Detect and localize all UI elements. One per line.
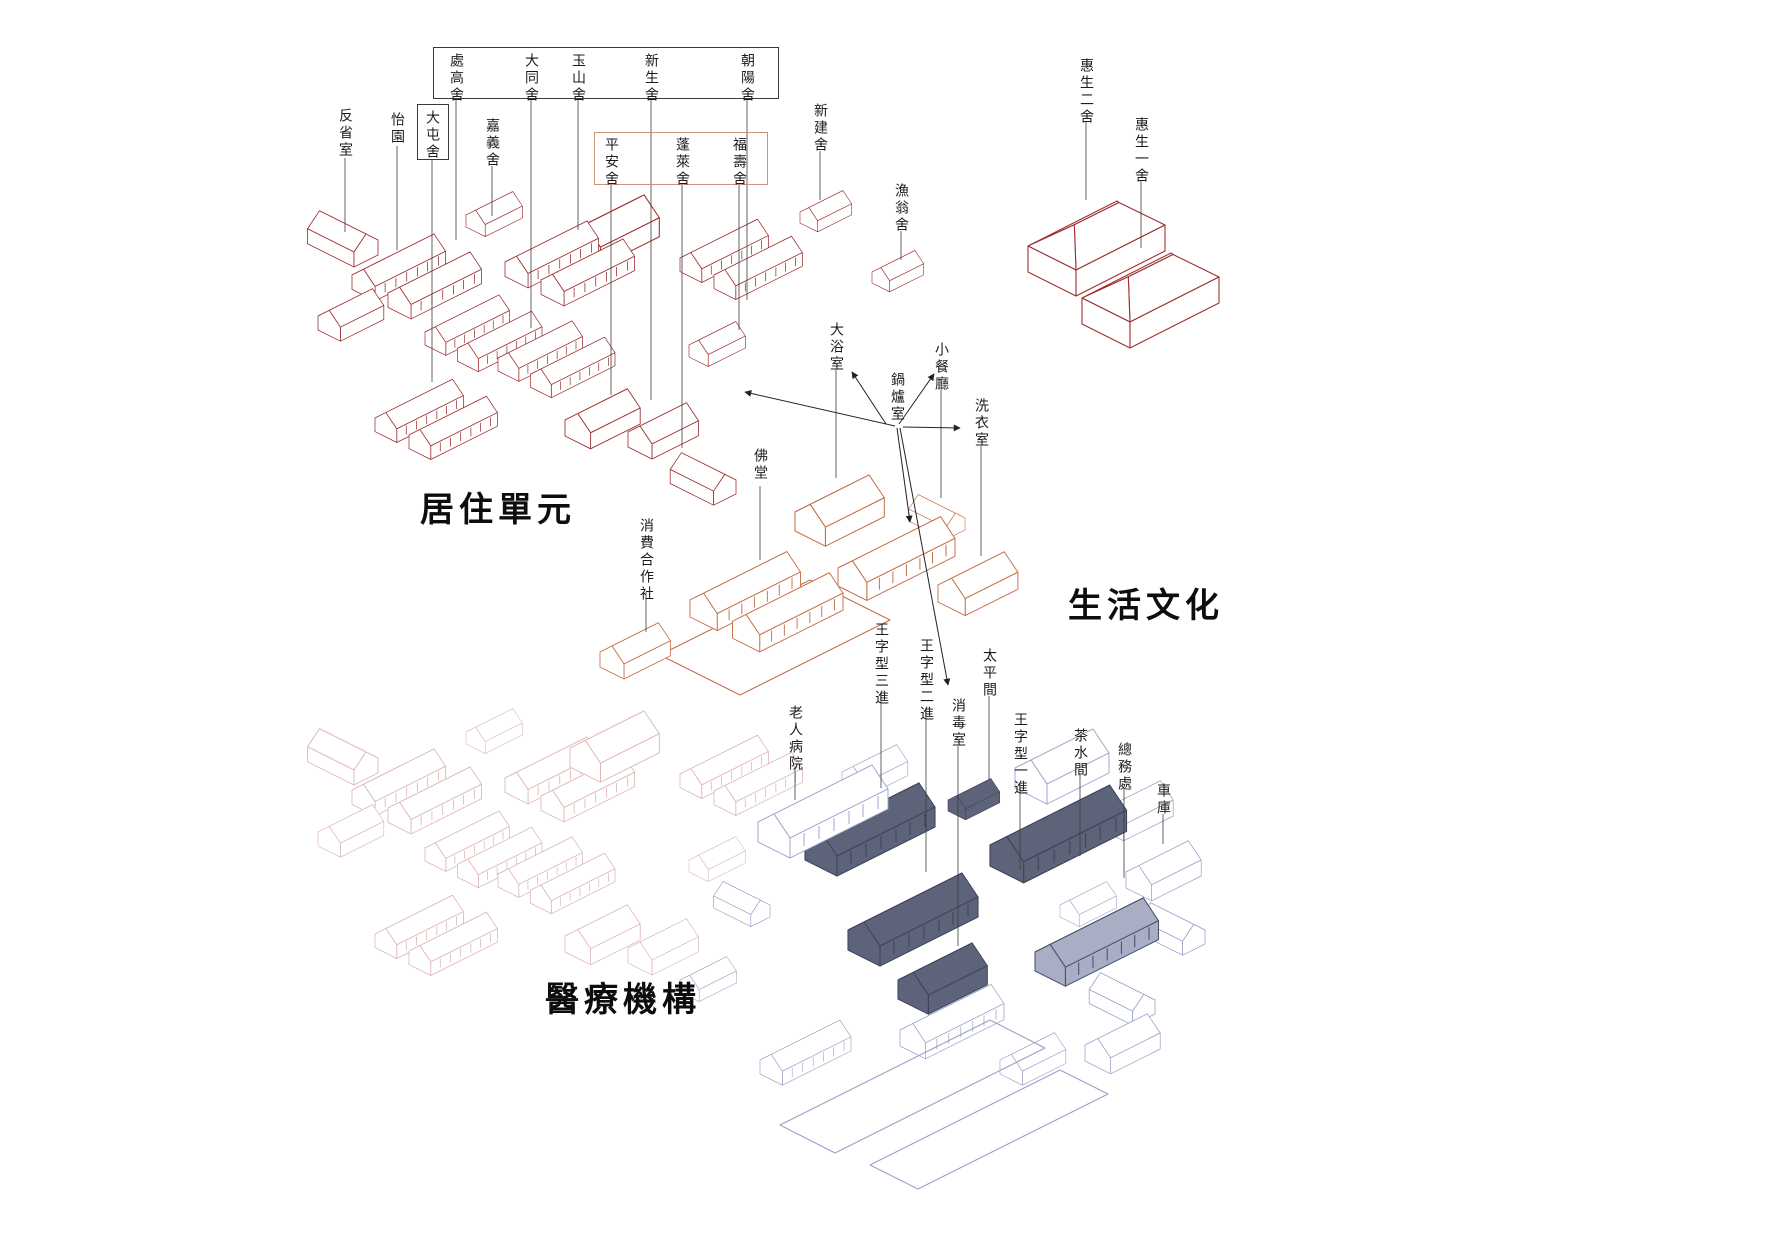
leader-lines [344, 99, 1164, 946]
label-fan-xing-shi: 反省室 [337, 108, 353, 159]
label-jia-yi-she: 嘉義舍 [484, 118, 500, 169]
label-chu-gao-she: 處高舍 [448, 53, 464, 104]
label-xiao-can-ting: 小餐廳 [933, 342, 949, 393]
label-da-tun-she: 大屯舍 [424, 110, 440, 161]
label-cha-shui-jian: 茶水間 [1072, 728, 1088, 779]
dorm-group-box [433, 47, 779, 99]
label-yi-yuan: 怡園 [389, 112, 405, 146]
label-hui-sheng-er-she: 惠生二舍 [1078, 58, 1094, 126]
title-residential-units: 居住單元 [420, 490, 576, 530]
label-xiao-du-shi: 消毒室 [950, 698, 966, 749]
title-medical-institutions: 醫療機構 [545, 980, 701, 1020]
label-chao-yang-she: 朝陽舍 [739, 53, 755, 104]
datun-box [417, 104, 449, 160]
label-da-tong-she: 大同舍 [523, 53, 539, 104]
label-fo-tang: 佛堂 [752, 448, 768, 482]
faded-residential-buildings [308, 708, 803, 976]
label-fu-shou-she: 福壽舍 [731, 137, 747, 188]
label-tai-ping-jian: 太平間 [981, 648, 997, 699]
label-wang-zi-xing-er-jin: 王字型二進 [918, 638, 934, 723]
label-wang-zi-xing-yi-jin: 王字型一進 [1012, 712, 1028, 797]
label-xi-yi-shi: 洗衣室 [973, 398, 989, 449]
label-yu-shan-she: 玉山舍 [570, 53, 586, 104]
label-da-yu-shi: 大浴室 [828, 322, 844, 373]
label-lao-ren-bing-yuan: 老人病院 [787, 705, 803, 773]
label-guo-lu-shi: 鍋爐室 [889, 372, 905, 423]
pingan-group-box [594, 132, 768, 185]
label-xin-jian-she: 新建舍 [812, 103, 828, 154]
medical-buildings-outline [679, 728, 1205, 1190]
label-peng-lai-she: 蓬萊舍 [674, 137, 690, 188]
label-yu-weng-she: 漁翁舍 [893, 183, 909, 234]
boiler-arrows [744, 371, 961, 686]
label-wang-zi-xing-san-jin: 王字型三進 [873, 622, 889, 707]
label-xin-sheng-she: 新生舍 [643, 53, 659, 104]
label-che-ku: 車庫 [1155, 783, 1171, 817]
label-xiao-fei-he-zuo-she: 消費合作社 [638, 518, 654, 603]
title-life-culture: 生活文化 [1068, 586, 1224, 626]
label-ping-an-she: 平安舍 [603, 137, 619, 188]
culture-buildings [599, 474, 1019, 696]
label-hui-sheng-yi-she: 惠生一舍 [1133, 117, 1149, 185]
label-zong-wu-chu: 總務處 [1116, 742, 1132, 793]
